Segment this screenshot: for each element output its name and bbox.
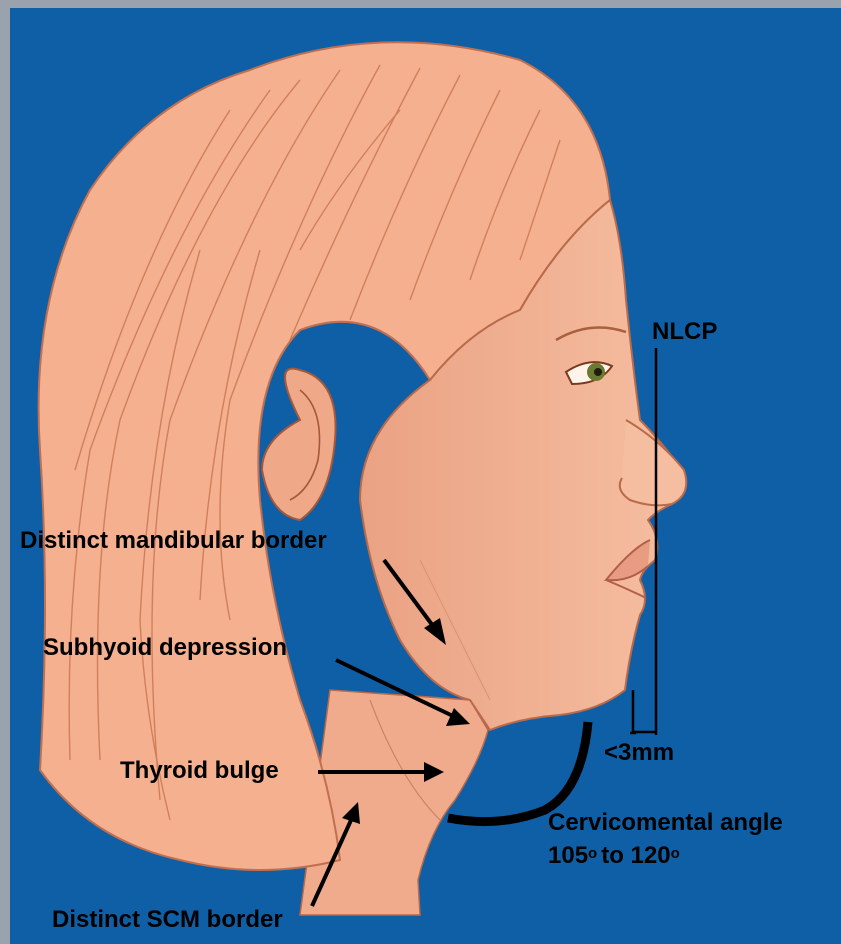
label-distance: <3mm xyxy=(604,739,674,767)
label-scm-border: Distinct SCM border xyxy=(52,906,283,934)
label-mandibular-border: Distinct mandibular border xyxy=(20,527,327,555)
angle-high-text: to 120 xyxy=(601,842,670,869)
degree-symbol: o xyxy=(588,845,597,862)
label-cervicomental-angle: Cervicomental angle xyxy=(548,809,783,837)
label-nlcp: NLCP xyxy=(652,318,717,346)
degree-symbol: o xyxy=(671,845,680,862)
label-subhyoid-depression: Subhyoid depression xyxy=(43,634,287,662)
ear xyxy=(262,369,336,520)
label-thyroid-bulge: Thyroid bulge xyxy=(120,757,279,785)
angle-low-value: 105 xyxy=(548,842,588,869)
